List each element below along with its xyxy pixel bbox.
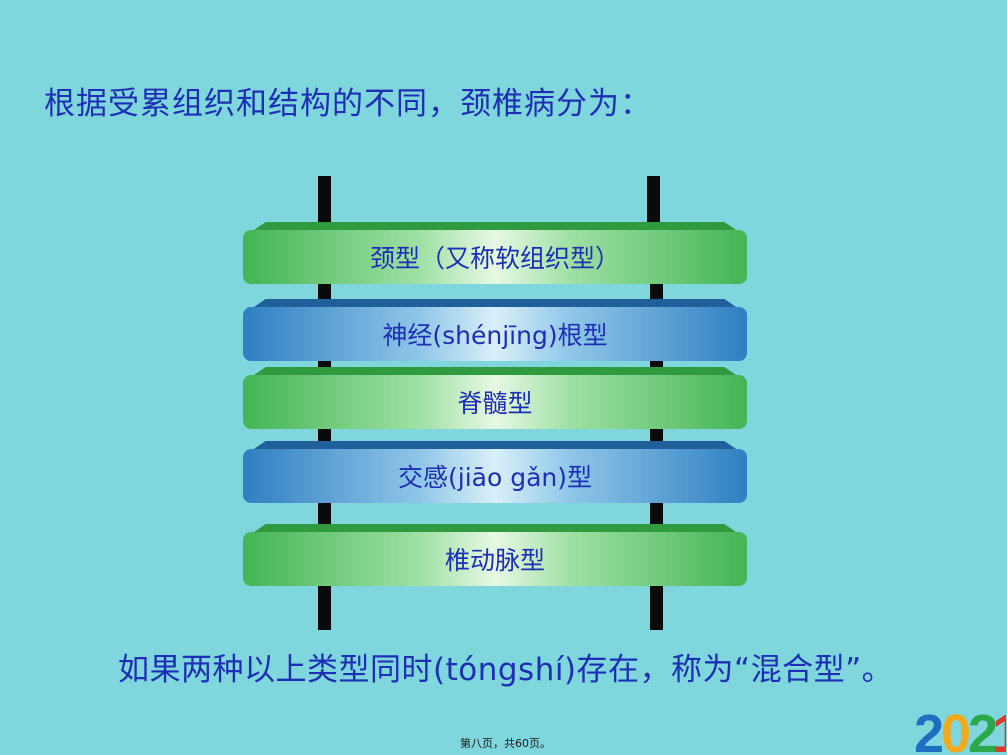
- svg-text:0: 0: [941, 704, 971, 755]
- bar-top-edge: [251, 367, 739, 377]
- type-bar-nerve-root: 神经(shénjīng)根型: [243, 299, 747, 361]
- type-label-neck: 颈型（又称软组织型）: [243, 230, 747, 284]
- type-label-spinal-cord: 脊髓型: [243, 375, 747, 429]
- mixed-type-note: 如果两种以上类型同时(tóngshí)存在，称为“混合型”。: [118, 652, 894, 688]
- bar-top-edge: [251, 299, 739, 309]
- type-bar-sympathetic: 交感(jiāo gǎn)型: [243, 441, 747, 503]
- type-label-nerve-root: 神经(shénjīng)根型: [243, 307, 747, 361]
- left-pole-seg-4: [318, 502, 331, 524]
- svg-text:1: 1: [992, 704, 1006, 755]
- bar-top-edge: [251, 441, 739, 451]
- type-label-sympathetic: 交感(jiāo gǎn)型: [243, 449, 747, 503]
- svg-text:2: 2: [914, 704, 944, 755]
- svg-text:2: 2: [968, 704, 998, 755]
- type-bar-vertebral-artery: 椎动脉型: [243, 524, 747, 586]
- left-pole-seg-1: [318, 284, 331, 302]
- slide-heading: 根据受累组织和结构的不同，颈椎病分为：: [44, 86, 652, 122]
- type-label-vertebral-artery: 椎动脉型: [243, 532, 747, 586]
- right-pole-bottom: [650, 586, 663, 630]
- right-pole-seg-4: [650, 502, 663, 524]
- right-pole-seg-1: [650, 284, 663, 302]
- year-2021-logo: 2 0 2 1: [914, 704, 1006, 755]
- left-pole-bottom: [318, 586, 331, 630]
- type-bar-spinal-cord: 脊髓型: [243, 367, 747, 429]
- right-pole-top: [647, 176, 660, 222]
- left-pole-top: [318, 176, 331, 222]
- type-bar-neck: 颈型（又称软组织型）: [243, 222, 747, 284]
- bar-top-edge: [251, 222, 739, 232]
- bar-top-edge: [251, 524, 739, 534]
- page-number: 第八页，共60页。: [460, 737, 551, 750]
